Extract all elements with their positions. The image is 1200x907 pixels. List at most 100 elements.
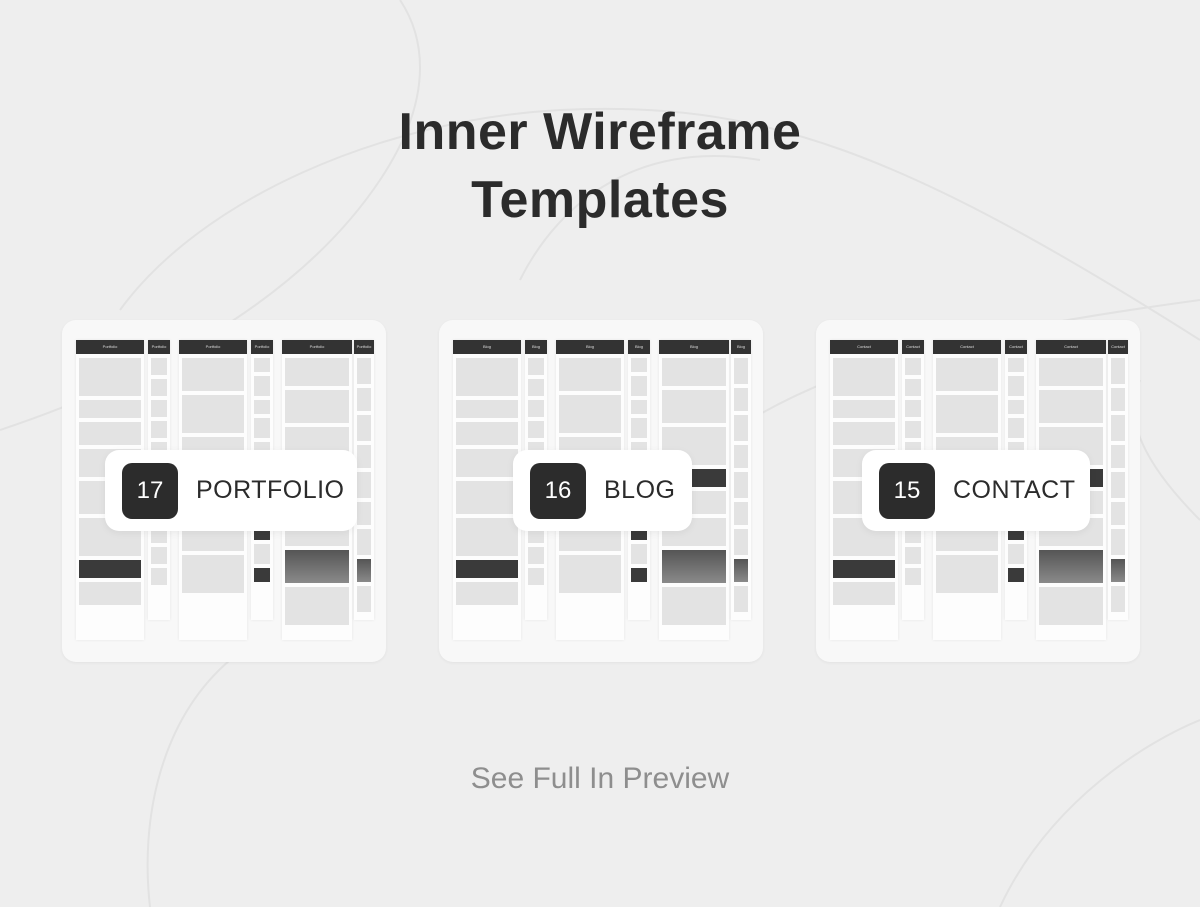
thumbnail-header: Contact [1005, 340, 1027, 354]
thumbnail-block [734, 445, 748, 468]
thumbnail-block [1111, 559, 1125, 582]
thumbnail-block [357, 586, 371, 612]
thumbnail-block [1111, 415, 1125, 441]
thumbnail-block [285, 587, 349, 625]
thumbnail-block [734, 388, 748, 411]
thumbnail-block [1008, 544, 1024, 564]
wireframe-page-thumbnail: Portfolio [354, 340, 374, 620]
thumbnail-block [833, 358, 895, 396]
thumbnail-block [559, 358, 621, 391]
thumbnail-block [936, 395, 998, 433]
wireframe-page-thumbnail: Contact [1108, 340, 1128, 620]
thumbnail-block [151, 358, 167, 375]
thumbnail-block [1039, 358, 1103, 386]
thumbnail-block [79, 422, 141, 445]
contact-badge[interactable]: 15 CONTACT [862, 450, 1090, 531]
thumbnail-block [151, 379, 167, 396]
thumbnail-block [357, 529, 371, 555]
thumbnail-block [833, 400, 895, 418]
contact-count: 15 [879, 462, 935, 519]
thumbnail-block [254, 418, 270, 438]
thumbnail-block [357, 358, 371, 384]
thumbnail-block [631, 418, 647, 438]
thumbnail-block [936, 555, 998, 593]
thumbnail-block [734, 415, 748, 441]
thumbnail-block [905, 358, 921, 375]
portfolio-badge[interactable]: 17 PORTFOLIO [105, 450, 357, 531]
thumbnail-block [357, 502, 371, 525]
thumbnail-header: Contact [933, 340, 1001, 354]
thumbnail-block [357, 388, 371, 411]
thumbnail-header: Contact [902, 340, 924, 354]
thumbnail-block [528, 547, 544, 564]
thumbnail-block [357, 559, 371, 582]
thumbnail-block [79, 582, 141, 605]
thumbnail-block [254, 544, 270, 564]
thumbnail-block [662, 550, 726, 583]
thumbnail-block [631, 568, 647, 582]
thumbnail-block [1008, 400, 1024, 414]
thumbnail-block [1039, 550, 1103, 583]
thumbnail-block [254, 376, 270, 396]
thumbnail-header: Blog [525, 340, 547, 354]
thumbnail-block [456, 422, 518, 445]
thumbnail-block [456, 358, 518, 396]
thumbnail-block [151, 421, 167, 438]
thumbnail-block [734, 559, 748, 582]
thumbnail-block [662, 358, 726, 386]
thumbnail-block [182, 358, 244, 391]
thumbnail-block [631, 400, 647, 414]
thumbnail-block [254, 568, 270, 582]
thumbnail-block [528, 421, 544, 438]
thumbnail-block [285, 550, 349, 583]
thumbnail-block [905, 400, 921, 417]
thumbnail-block [905, 547, 921, 564]
thumbnail-block [456, 481, 518, 514]
thumbnail-block [182, 395, 244, 433]
thumbnail-header: Portfolio [148, 340, 170, 354]
thumbnail-block [182, 555, 244, 593]
thumbnail-block [631, 358, 647, 372]
thumbnail-block [1111, 445, 1125, 468]
thumbnail-block [1111, 472, 1125, 498]
thumbnail-header: Blog [556, 340, 624, 354]
thumbnail-block [734, 529, 748, 555]
thumbnail-block [905, 421, 921, 438]
thumbnail-block [662, 587, 726, 625]
thumbnail-block [559, 395, 621, 433]
thumbnail-block [456, 449, 518, 477]
thumbnail-header: Portfolio [354, 340, 374, 354]
thumbnail-block [357, 415, 371, 441]
thumbnail-block [1111, 388, 1125, 411]
thumbnail-block [79, 358, 141, 396]
thumbnail-block [833, 422, 895, 445]
contact-label: CONTACT [953, 476, 1076, 504]
thumbnail-block [1111, 358, 1125, 384]
blog-count: 16 [530, 462, 586, 519]
thumbnail-block [528, 400, 544, 417]
thumbnail-block [1008, 568, 1024, 582]
thumbnail-block [559, 555, 621, 593]
thumbnail-header: Portfolio [76, 340, 144, 354]
thumbnail-block [1008, 418, 1024, 438]
thumbnail-block [1111, 502, 1125, 525]
thumbnail-block [456, 560, 518, 578]
thumbnail-block [662, 390, 726, 423]
thumbnail-block [1111, 586, 1125, 612]
thumbnail-block [285, 390, 349, 423]
thumbnail-block [833, 582, 895, 605]
thumbnail-block [528, 379, 544, 396]
title-line-2: Templates [471, 171, 729, 229]
thumbnail-block [254, 358, 270, 372]
thumbnail-header: Portfolio [282, 340, 352, 354]
thumbnail-block [79, 560, 141, 578]
thumbnail-header: Contact [830, 340, 898, 354]
thumbnail-block [734, 472, 748, 498]
see-full-preview-link[interactable]: See Full In Preview [470, 762, 730, 795]
thumbnail-header: Blog [659, 340, 729, 354]
thumbnail-block [905, 379, 921, 396]
blog-badge[interactable]: 16 BLOG [513, 450, 692, 531]
